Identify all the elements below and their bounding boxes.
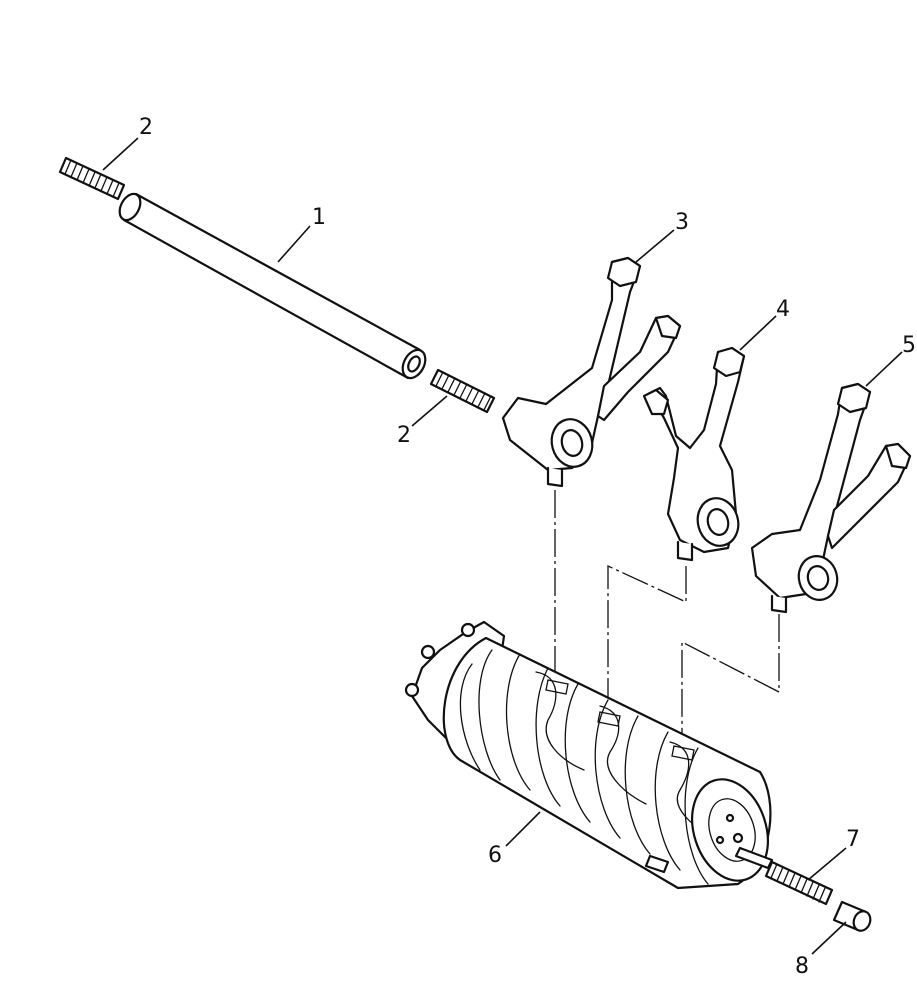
callout-5: 5 (902, 333, 916, 358)
callout-4: 4 (776, 297, 790, 322)
spring-middle (429, 368, 496, 414)
spring-lower (764, 860, 834, 906)
callout-2-upper: 2 (139, 115, 153, 140)
leader-lines (102, 137, 903, 955)
callout-6: 6 (488, 843, 502, 868)
detent-pin (832, 900, 872, 932)
callout-1: 1 (312, 205, 326, 230)
callout-8: 8 (795, 954, 809, 979)
callout-3: 3 (675, 210, 689, 235)
callout-7: 7 (846, 827, 860, 852)
shift-drum (404, 620, 774, 890)
shift-fork-3 (501, 256, 682, 488)
spring-upper-left (58, 156, 126, 201)
shift-fork-4 (642, 346, 746, 562)
shift-fork-5 (750, 382, 912, 614)
callout-2-middle: 2 (397, 423, 411, 448)
alignment-guides (554, 490, 780, 745)
callout-labels: 2 1 3 4 5 2 6 7 8 (139, 115, 916, 979)
shift-fork-shaft (118, 192, 427, 380)
